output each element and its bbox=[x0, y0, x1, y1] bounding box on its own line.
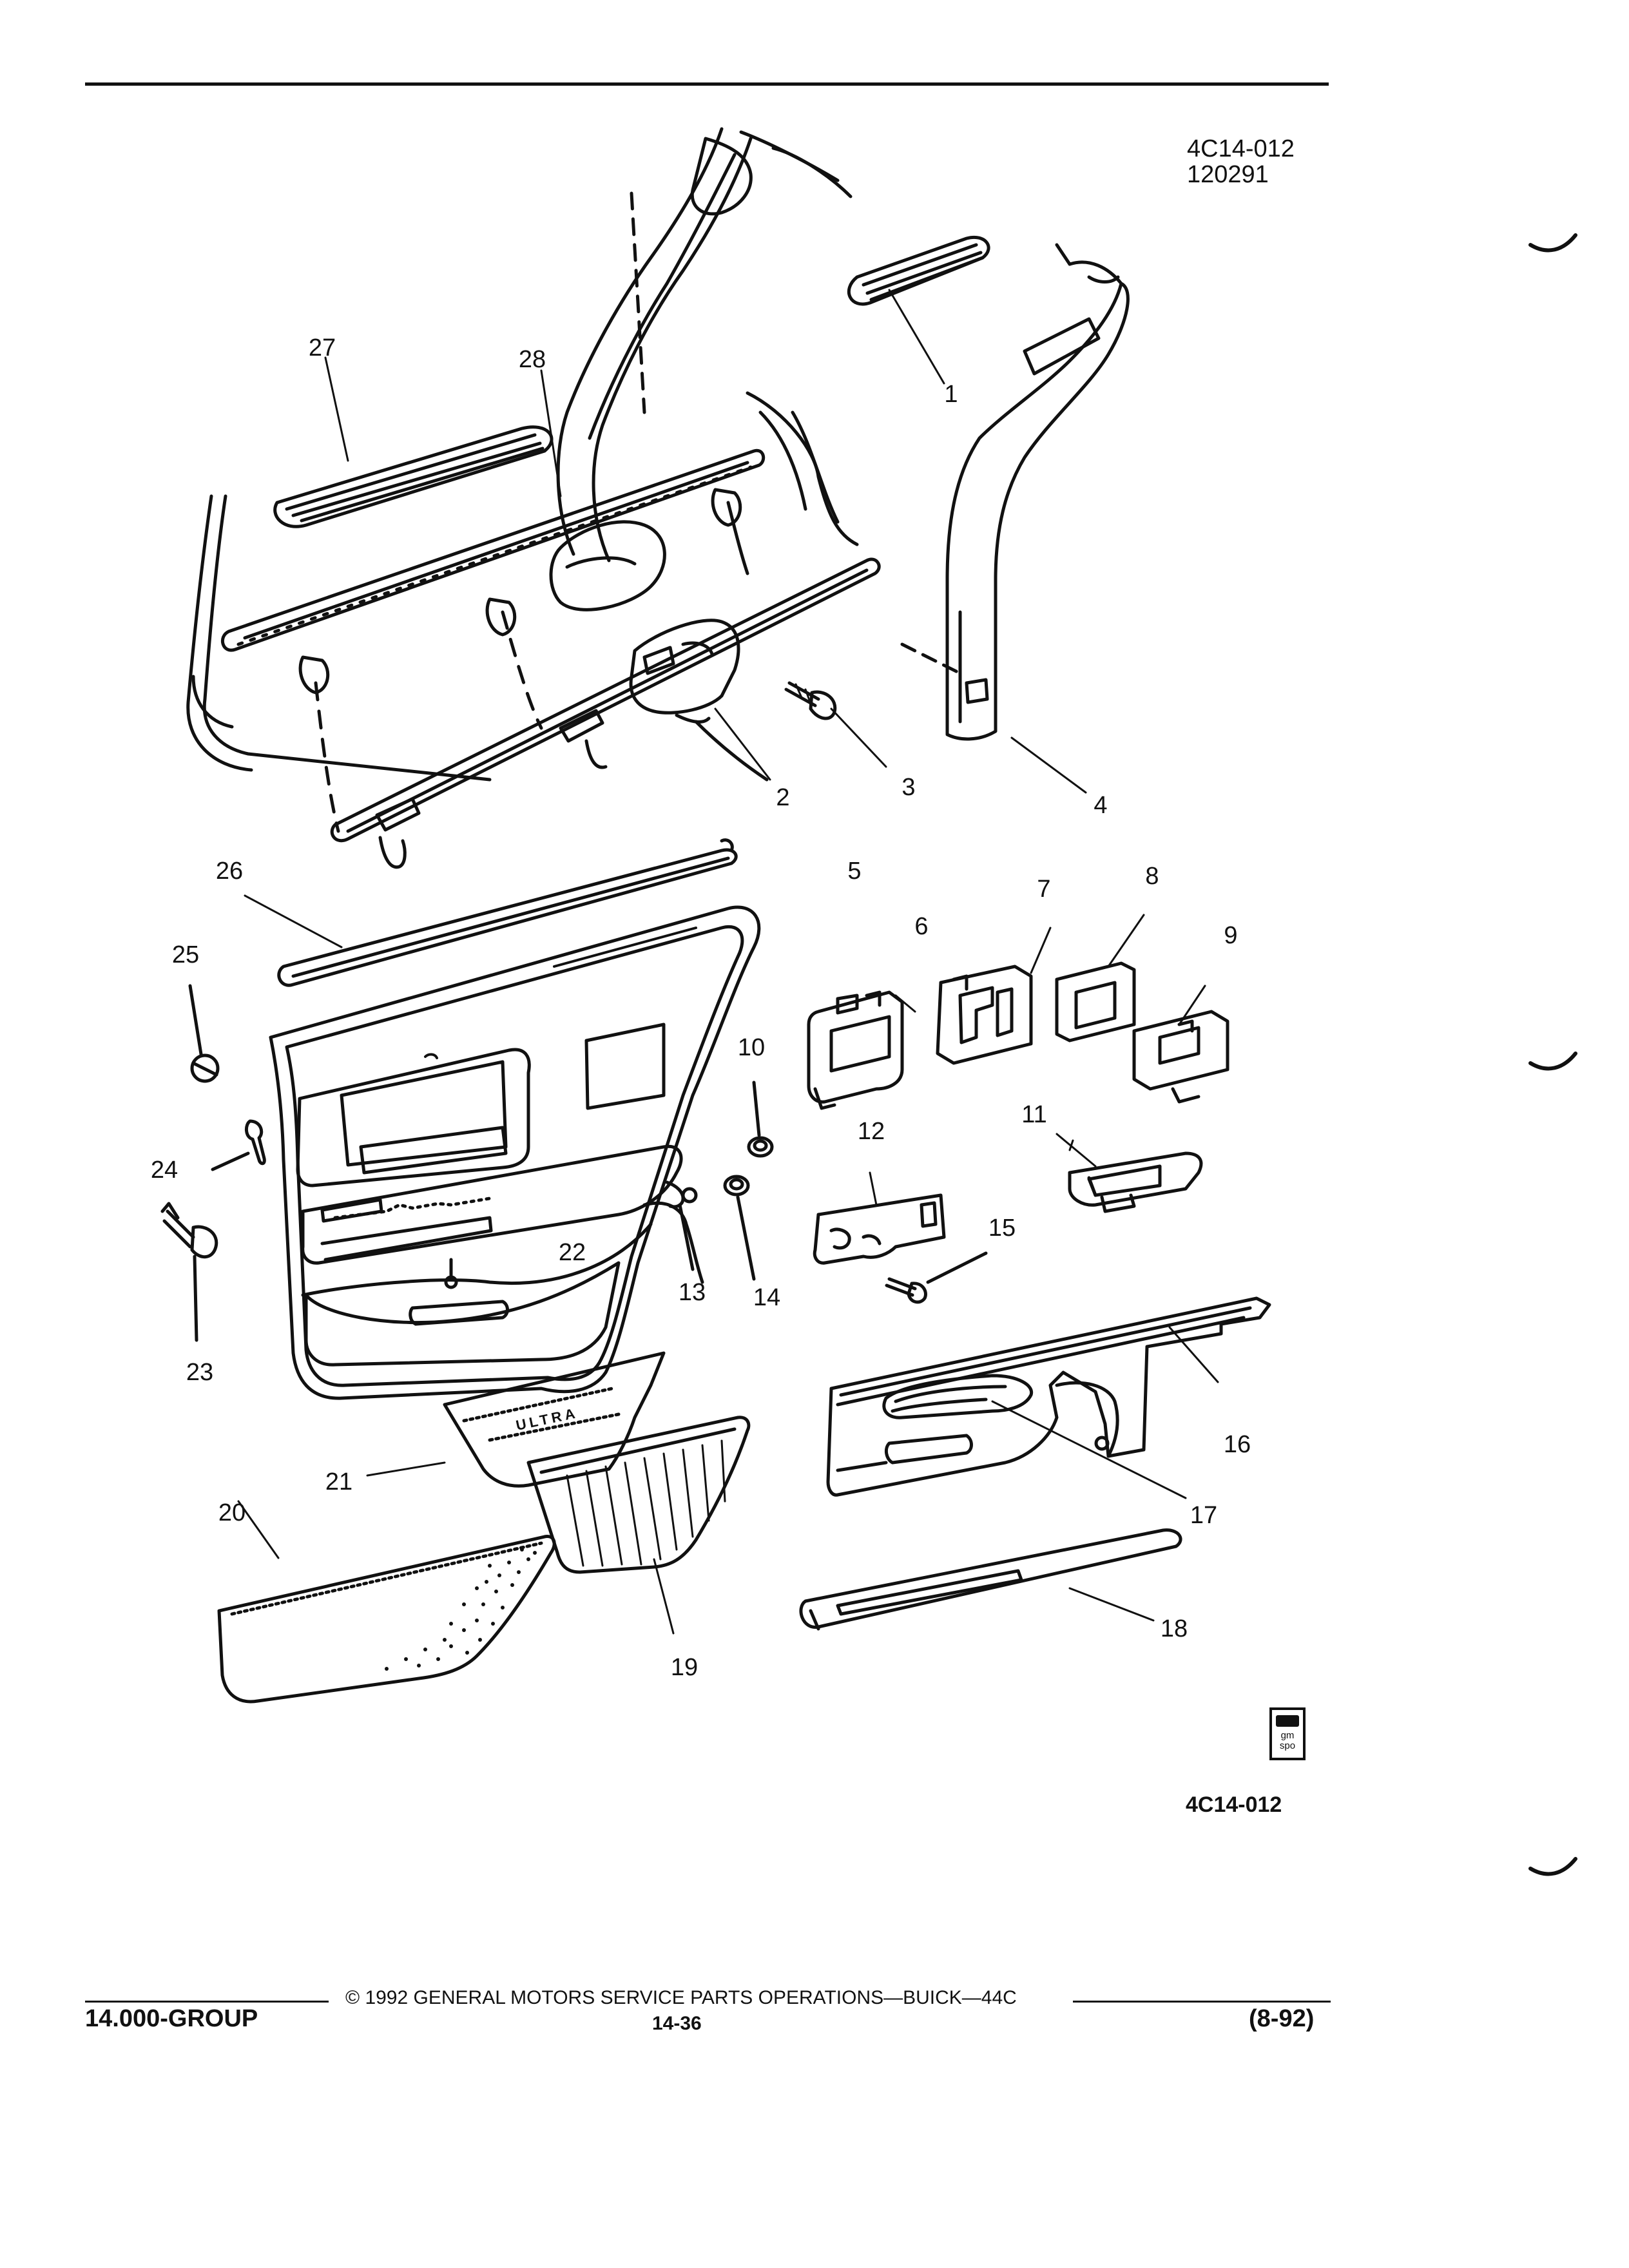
leader-lines bbox=[237, 289, 1219, 1635]
callout-1: 1 bbox=[944, 381, 958, 408]
callout-9: 9 bbox=[1224, 922, 1238, 949]
callout-7: 7 bbox=[1037, 876, 1051, 903]
callout-16: 16 bbox=[1223, 1431, 1251, 1458]
figure-ref-code: 4C14-012 bbox=[1187, 135, 1295, 162]
part-21-insert bbox=[443, 1351, 666, 1488]
callout-24: 24 bbox=[150, 1157, 178, 1184]
callout-25: 25 bbox=[171, 941, 200, 968]
binding-mark-1 bbox=[1528, 233, 1577, 253]
part-18-strip bbox=[799, 1528, 1182, 1631]
callout-21: 21 bbox=[325, 1468, 353, 1495]
part-4-pillar bbox=[900, 243, 1130, 741]
callout-15: 15 bbox=[988, 1215, 1016, 1242]
callout-5: 5 bbox=[847, 858, 862, 885]
part-23-fastener bbox=[160, 1202, 218, 1342]
part-27-strip bbox=[273, 425, 554, 528]
part-20-insert bbox=[217, 1535, 556, 1704]
part-28-molding bbox=[221, 448, 766, 652]
footer-group: 14.000-GROUP bbox=[85, 2005, 258, 2032]
door-frame bbox=[186, 391, 859, 782]
part-12-bracket bbox=[813, 1193, 946, 1265]
part-25-clip bbox=[188, 984, 220, 1083]
part-10-grommet bbox=[747, 1081, 774, 1158]
part-24-screw bbox=[211, 1119, 266, 1171]
callout-3: 3 bbox=[901, 774, 916, 801]
part-1-pad bbox=[847, 235, 990, 306]
part-16-armrest bbox=[826, 1296, 1271, 1497]
binding-mark-3 bbox=[1528, 1857, 1577, 1876]
figure-bottom-code: 4C14-012 bbox=[1186, 1792, 1282, 1817]
footer-page-number: 14-36 bbox=[652, 2013, 702, 2034]
part-7-plate bbox=[936, 965, 1033, 1065]
part-9-plate bbox=[1132, 1010, 1229, 1104]
callout-14: 14 bbox=[753, 1284, 781, 1311]
figure-ref-date: 120291 bbox=[1187, 161, 1269, 188]
callout-28: 28 bbox=[518, 346, 546, 373]
insert-20-stipple bbox=[385, 1548, 537, 1671]
callout-11: 11 bbox=[1021, 1101, 1047, 1128]
footer-rule-left bbox=[85, 2001, 329, 2003]
callout-23: 23 bbox=[186, 1359, 214, 1386]
part-11-bezel bbox=[1068, 1151, 1203, 1213]
callout-8: 8 bbox=[1145, 863, 1159, 890]
callout-17: 17 bbox=[1190, 1502, 1218, 1529]
callout-27: 27 bbox=[308, 334, 336, 361]
callout-13: 13 bbox=[678, 1279, 706, 1306]
header-rule bbox=[85, 82, 1329, 86]
callout-12: 12 bbox=[857, 1118, 885, 1145]
part-2-housing bbox=[629, 619, 769, 782]
binding-mark-2 bbox=[1528, 1052, 1577, 1071]
part-3-screw bbox=[784, 681, 837, 720]
part-8-plate bbox=[1055, 961, 1136, 1043]
callout-19: 19 bbox=[670, 1654, 699, 1681]
callout-18: 18 bbox=[1160, 1615, 1188, 1642]
part-19-insert bbox=[526, 1416, 751, 1574]
part-14-grommet bbox=[723, 1175, 756, 1281]
callout-20: 20 bbox=[218, 1499, 246, 1526]
callout-10: 10 bbox=[737, 1034, 766, 1061]
gm-spo-logo: gm spo bbox=[1269, 1707, 1306, 1760]
lower-rail bbox=[298, 488, 881, 869]
door-trim-panel bbox=[269, 905, 761, 1400]
callout-22: 22 bbox=[558, 1239, 586, 1266]
footer-revision: (8-92) bbox=[1249, 2005, 1315, 2032]
callout-4: 4 bbox=[1094, 792, 1108, 819]
seat-belt-assembly bbox=[549, 127, 853, 611]
callout-2: 2 bbox=[776, 784, 790, 811]
footer-copyright: © 1992 GENERAL MOTORS SERVICE PARTS OPER… bbox=[345, 1987, 1017, 2008]
part-15-screw bbox=[885, 1251, 988, 1304]
part-13-wire bbox=[665, 1180, 698, 1271]
footer-rule-right bbox=[1073, 2001, 1331, 2003]
part-26-strip bbox=[277, 838, 738, 987]
callout-26: 26 bbox=[215, 858, 244, 885]
part-6-housing bbox=[807, 990, 904, 1110]
callout-6: 6 bbox=[914, 913, 929, 940]
